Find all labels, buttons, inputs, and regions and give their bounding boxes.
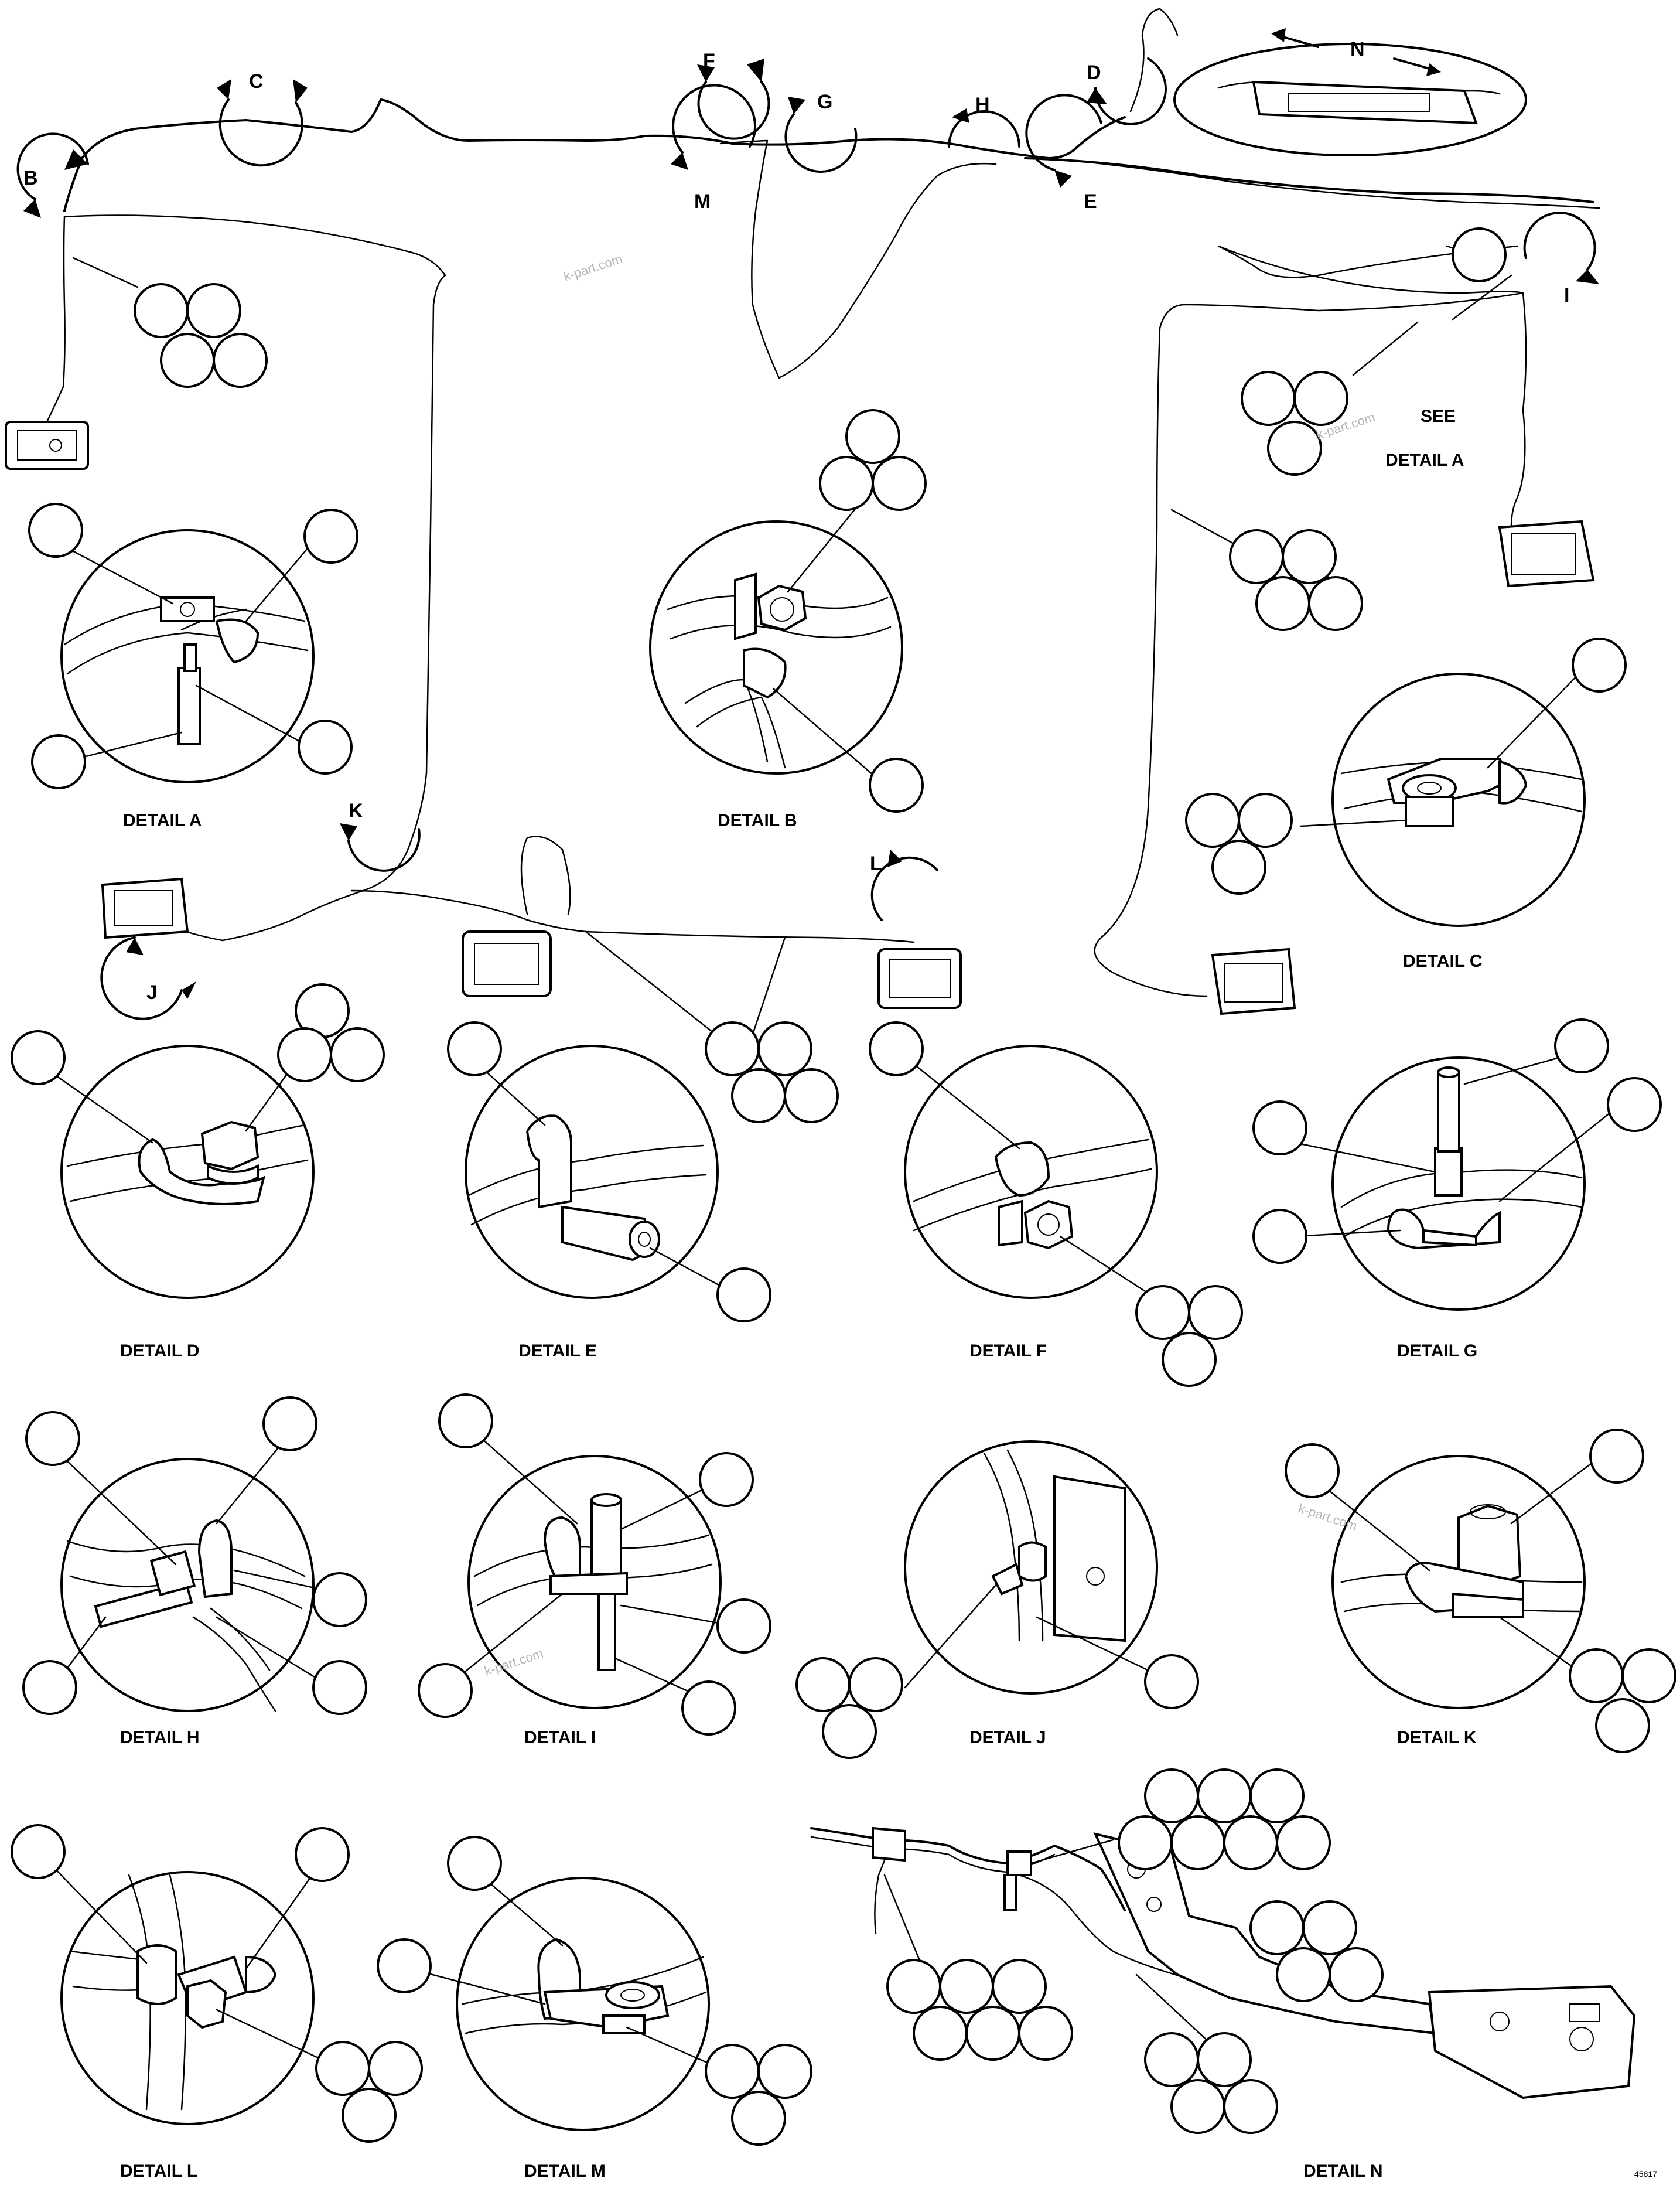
view-label-k: K	[349, 800, 363, 822]
detail-l-title: DETAIL L	[120, 2162, 197, 2181]
view-label-b: B	[23, 167, 38, 189]
detail-e: DETAIL E	[447, 1021, 771, 1361]
harness-routing	[46, 8, 1600, 997]
view-label-n: N	[1350, 38, 1365, 60]
detail-d-title: DETAIL D	[120, 1341, 200, 1361]
view-label-j: J	[146, 981, 158, 1004]
lamp-right-upper	[1498, 520, 1595, 588]
view-label-m: M	[694, 190, 711, 213]
detail-m: DETAIL M	[377, 1836, 812, 2181]
view-label-g: G	[817, 91, 832, 113]
detail-g-title: DETAIL G	[1397, 1341, 1477, 1361]
lamp-center-right	[877, 948, 962, 1009]
detail-e-title: DETAIL E	[518, 1341, 597, 1361]
watermark: k-part.com	[1296, 1501, 1359, 1533]
detail-b-title: DETAIL B	[718, 811, 797, 830]
view-label-f: F	[703, 50, 715, 72]
detail-l: DETAIL L	[11, 1824, 423, 2181]
detail-m-title: DETAIL M	[524, 2162, 606, 2181]
detail-k: DETAIL K	[1285, 1429, 1676, 1753]
figure-id: 45817	[1634, 2169, 1657, 2179]
lamp-right-lower	[1211, 947, 1296, 1015]
detail-c: DETAIL C	[1185, 638, 1627, 971]
lamp-center	[462, 930, 552, 997]
detail-f-title: DETAIL F	[969, 1341, 1047, 1361]
detail-i: DETAIL I	[418, 1393, 771, 1747]
detail-j-title: DETAIL J	[969, 1728, 1046, 1747]
lamp-top-left	[5, 421, 89, 470]
watermark: k-part.com	[562, 251, 624, 284]
view-label-h: H	[975, 94, 990, 116]
detail-h: DETAIL H	[22, 1396, 367, 1747]
detail-i-title: DETAIL I	[524, 1728, 596, 1747]
view-label-e: E	[1084, 190, 1097, 213]
view-label-d: D	[1087, 62, 1101, 84]
lamp-left	[101, 877, 189, 939]
view-arrows: B C F G M H D E N I K J L SEE DETAIL A	[16, 28, 1599, 1020]
detail-g: DETAIL G	[1252, 1018, 1662, 1361]
detail-a: DETAIL A	[28, 503, 358, 830]
detail-a-title: DETAIL A	[123, 811, 202, 830]
view-label-c: C	[249, 70, 264, 93]
view-label-l: L	[870, 853, 882, 875]
detail-f: DETAIL F	[869, 1021, 1243, 1387]
detail-j: DETAIL J	[795, 1440, 1199, 1759]
detail-d: DETAIL D	[11, 983, 385, 1361]
detail-c-title: DETAIL C	[1403, 952, 1483, 971]
callout-clusters-top	[72, 227, 1507, 1123]
detail-n-title: DETAIL N	[1303, 2162, 1383, 2181]
detail-n-inset	[1173, 43, 1527, 156]
see-detail-label: DETAIL A	[1385, 451, 1464, 470]
view-label-i: I	[1564, 284, 1569, 306]
detail-b: DETAIL B	[649, 409, 927, 830]
detail-h-title: DETAIL H	[120, 1728, 200, 1747]
see-label: SEE	[1421, 407, 1456, 426]
detail-n: DETAIL N	[810, 1768, 1636, 2181]
detail-k-title: DETAIL K	[1397, 1728, 1477, 1747]
